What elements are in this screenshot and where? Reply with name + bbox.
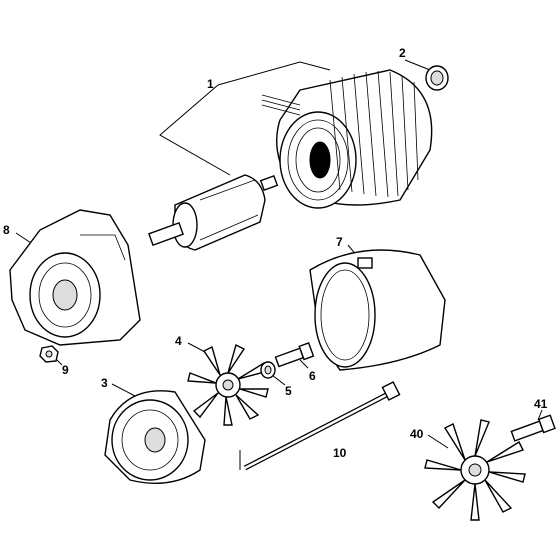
fan xyxy=(187,342,270,426)
callout-9: 9 xyxy=(62,363,69,377)
rotor xyxy=(148,174,279,251)
callout-4: 4 xyxy=(175,334,182,348)
bearing xyxy=(404,59,449,91)
leader-line-2 xyxy=(404,59,431,71)
cover-ring xyxy=(309,244,446,371)
callout-40: 40 xyxy=(410,427,424,441)
leader-line-1a xyxy=(217,61,331,86)
fan-alt xyxy=(424,419,526,521)
leader-line-41 xyxy=(537,409,543,421)
stator xyxy=(261,69,433,209)
leader-line-4 xyxy=(187,342,206,353)
leader-line-40 xyxy=(427,434,449,449)
screw xyxy=(274,342,315,369)
callout-6: 6 xyxy=(309,369,316,383)
leader-line-6 xyxy=(299,359,309,369)
callout-labels: 1 2 3 4 5 6 7 8 9 10 40 41 xyxy=(3,46,548,460)
callout-7: 7 xyxy=(336,235,343,249)
leader-line-5 xyxy=(271,374,286,386)
screw-alt xyxy=(510,409,556,442)
callout-5: 5 xyxy=(285,384,292,398)
through-bolt xyxy=(239,381,401,471)
callout-1: 1 xyxy=(207,77,214,91)
end-shield xyxy=(9,209,141,346)
callout-10: 10 xyxy=(333,446,347,460)
callout-3: 3 xyxy=(101,376,108,390)
washer xyxy=(260,361,286,386)
leader-line-1b xyxy=(159,84,231,176)
callout-2: 2 xyxy=(399,46,406,60)
callout-41: 41 xyxy=(534,397,548,411)
fan-cover xyxy=(104,383,206,485)
stator-rotor-assembly xyxy=(148,61,433,251)
callout-8: 8 xyxy=(3,223,10,237)
nut xyxy=(39,345,63,366)
leader-line-3 xyxy=(111,383,136,397)
